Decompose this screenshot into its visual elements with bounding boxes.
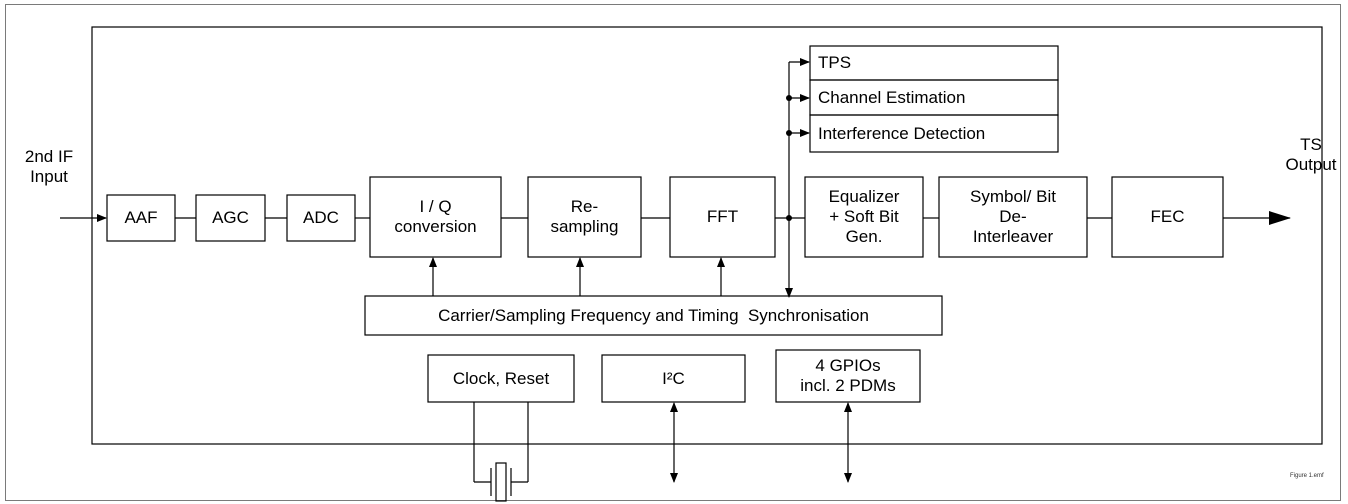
input-label: 2nd IF Input	[24, 147, 74, 186]
clock-reset-label: Clock, Reset	[452, 368, 550, 388]
deinterleaver-block	[938, 176, 1088, 258]
i2c-label: I²C	[662, 368, 685, 388]
figure-frame	[5, 4, 1341, 501]
output-label: TS Output	[1285, 135, 1337, 174]
gpio-label: 4 GPIOs incl. 2 PDMs	[800, 356, 896, 395]
equalizer-label: Equalizer + Soft Bit Gen.	[828, 187, 900, 246]
clock-reset-block	[427, 354, 575, 403]
figure-tag: Figure 1.emf	[1290, 473, 1324, 479]
iq-label: I / Q conversion	[394, 197, 477, 236]
sync-block	[364, 295, 943, 336]
equalizer-block	[804, 176, 924, 258]
fec-block	[1111, 176, 1224, 258]
sync-label: Carrier/Sampling Frequency and Timing Sy…	[438, 305, 869, 325]
chip-outline	[91, 26, 1323, 445]
deinterleaver-label: Symbol/ Bit De- Interleaver	[970, 187, 1056, 246]
fec-label: FEC	[1150, 207, 1185, 226]
resampling-label: Re- sampling	[550, 197, 619, 236]
resampling-block	[527, 176, 642, 258]
interference-detection-block	[809, 114, 1059, 153]
tps-label: TPS	[818, 53, 852, 72]
interference-detection-label: Interference Detection	[818, 123, 986, 143]
fft-label: FFT	[706, 207, 739, 226]
crystal-body	[495, 462, 507, 502]
channel-estimation-label: Channel Estimation	[818, 87, 966, 107]
aaf-label: AAF	[124, 208, 158, 227]
agc-label: AGC	[212, 208, 249, 227]
adc-label: ADC	[303, 208, 339, 227]
